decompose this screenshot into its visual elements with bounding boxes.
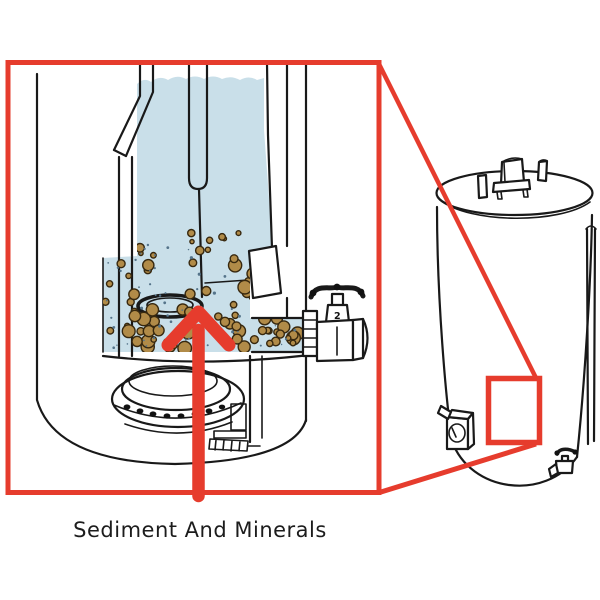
drain-valve-cutaway: 2 — [301, 283, 369, 363]
valve-marking: 2 — [334, 311, 341, 322]
valve-outlet — [351, 317, 365, 362]
drain-pipe — [250, 316, 306, 354]
hot-outlet-pipe — [536, 159, 549, 183]
heater-drain-valve — [547, 447, 578, 479]
jacket-cut-edge — [112, 61, 155, 158]
sediment-arrow — [161, 305, 236, 503]
combustion-chamber-top — [101, 352, 320, 363]
cold-inlet-pipe — [476, 173, 489, 200]
water-fill — [103, 76, 306, 352]
heater-right-edge — [575, 213, 594, 459]
heater-left-edge — [435, 205, 454, 443]
tank-right-walls — [204, 61, 308, 423]
valve-body — [315, 318, 355, 363]
red-callout-box-small — [485, 375, 543, 446]
dip-tube — [187, 61, 209, 299]
burner-ports — [123, 404, 226, 419]
caption-sediment-and-minerals: Sediment And Minerals — [73, 518, 327, 542]
burner-supply-bracket — [208, 403, 261, 452]
callout-line-top — [376, 62, 540, 382]
flue-ring — [136, 293, 204, 319]
red-callout-overlay — [5, 60, 543, 503]
valve-inlet-nut — [301, 309, 319, 358]
burner-assembly — [110, 365, 261, 452]
gas-control-valve — [436, 404, 476, 451]
callout-line-bottom — [380, 441, 537, 495]
flue-vent-fitting — [491, 157, 532, 200]
side-relief-pipe — [585, 225, 597, 446]
water-heater-illustration — [435, 157, 597, 487]
tank-outer-shell — [35, 72, 308, 466]
